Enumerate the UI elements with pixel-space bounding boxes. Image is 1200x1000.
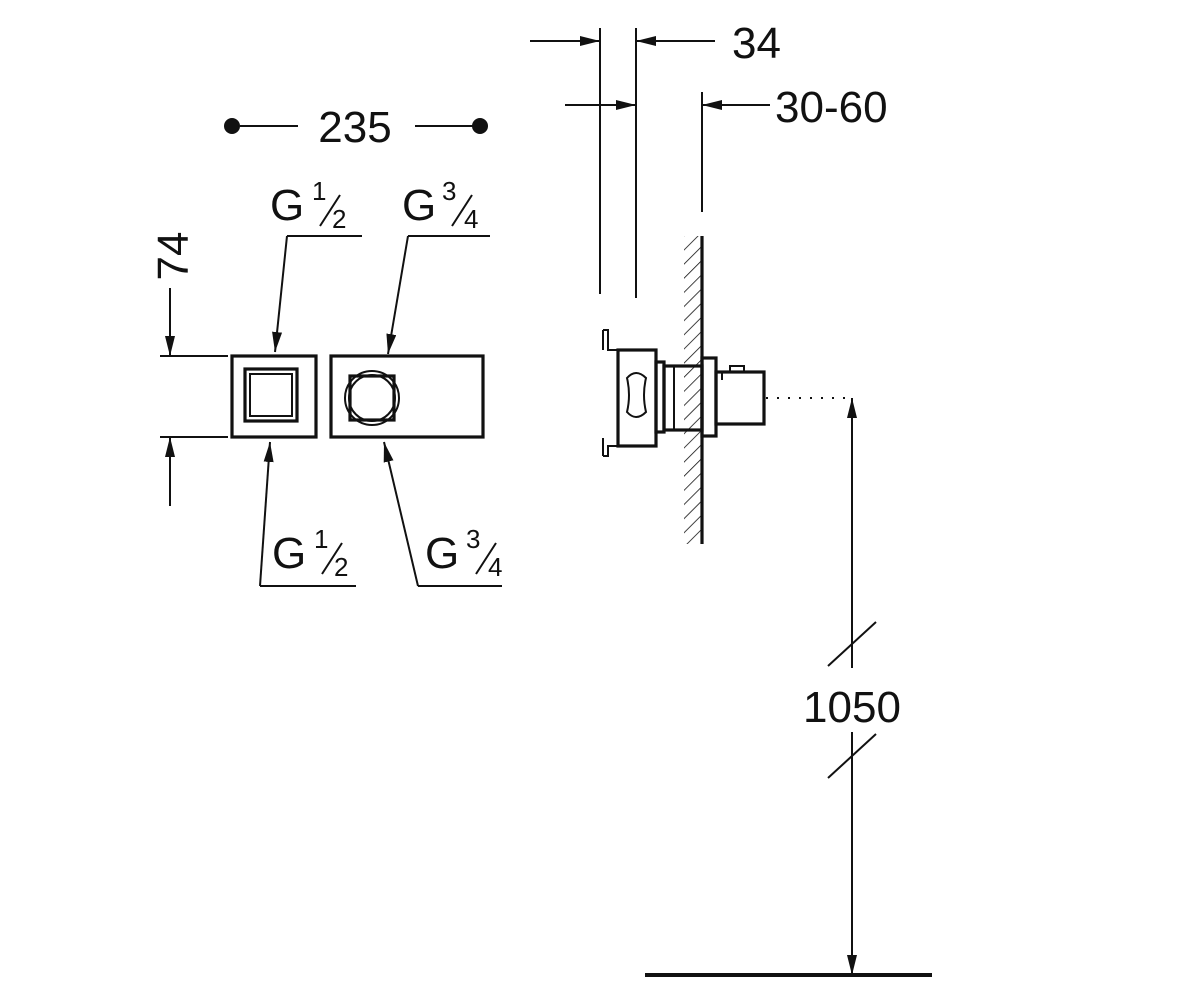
label-left-bottom: G 1 2 [259,441,356,587]
svg-text:G: G [270,181,304,230]
right-control-plate [329,354,485,439]
dimension-34: 34 [530,19,781,298]
dimension-30-60: 30-60 [565,83,888,212]
dimension-endpoint-right [472,118,488,134]
label-right-bottom: G 3 4 [383,441,502,587]
label-right-top: G 3 4 [386,176,490,355]
svg-text:4: 4 [488,552,502,582]
dimension-label-74: 74 [149,232,198,281]
dimension-endpoint-left [224,118,240,134]
dimension-label-34: 34 [732,19,781,68]
svg-text:4: 4 [464,204,478,234]
dimension-74: 74 [149,232,228,506]
label-left-top: G 1 2 [270,176,362,353]
svg-text:3: 3 [466,524,480,554]
dimension-label-1050: 1050 [803,683,901,732]
svg-text:3: 3 [442,176,456,206]
wall-section [684,236,704,544]
svg-text:G: G [272,529,306,578]
valve-body [602,329,846,457]
left-control-plate [230,354,318,439]
dimension-235: 235 [224,103,488,152]
svg-text:2: 2 [332,204,346,234]
svg-text:1: 1 [314,524,328,554]
dimension-label-30-60: 30-60 [775,83,888,132]
svg-text:G: G [425,529,459,578]
svg-text:1: 1 [312,176,326,206]
dimension-label-235: 235 [318,103,391,152]
dimension-1050: 1050 [800,398,904,975]
side-view: 34 30-60 [530,19,932,977]
front-view: 235 74 G 1 2 [149,103,502,587]
svg-text:2: 2 [334,552,348,582]
svg-text:G: G [402,181,436,230]
